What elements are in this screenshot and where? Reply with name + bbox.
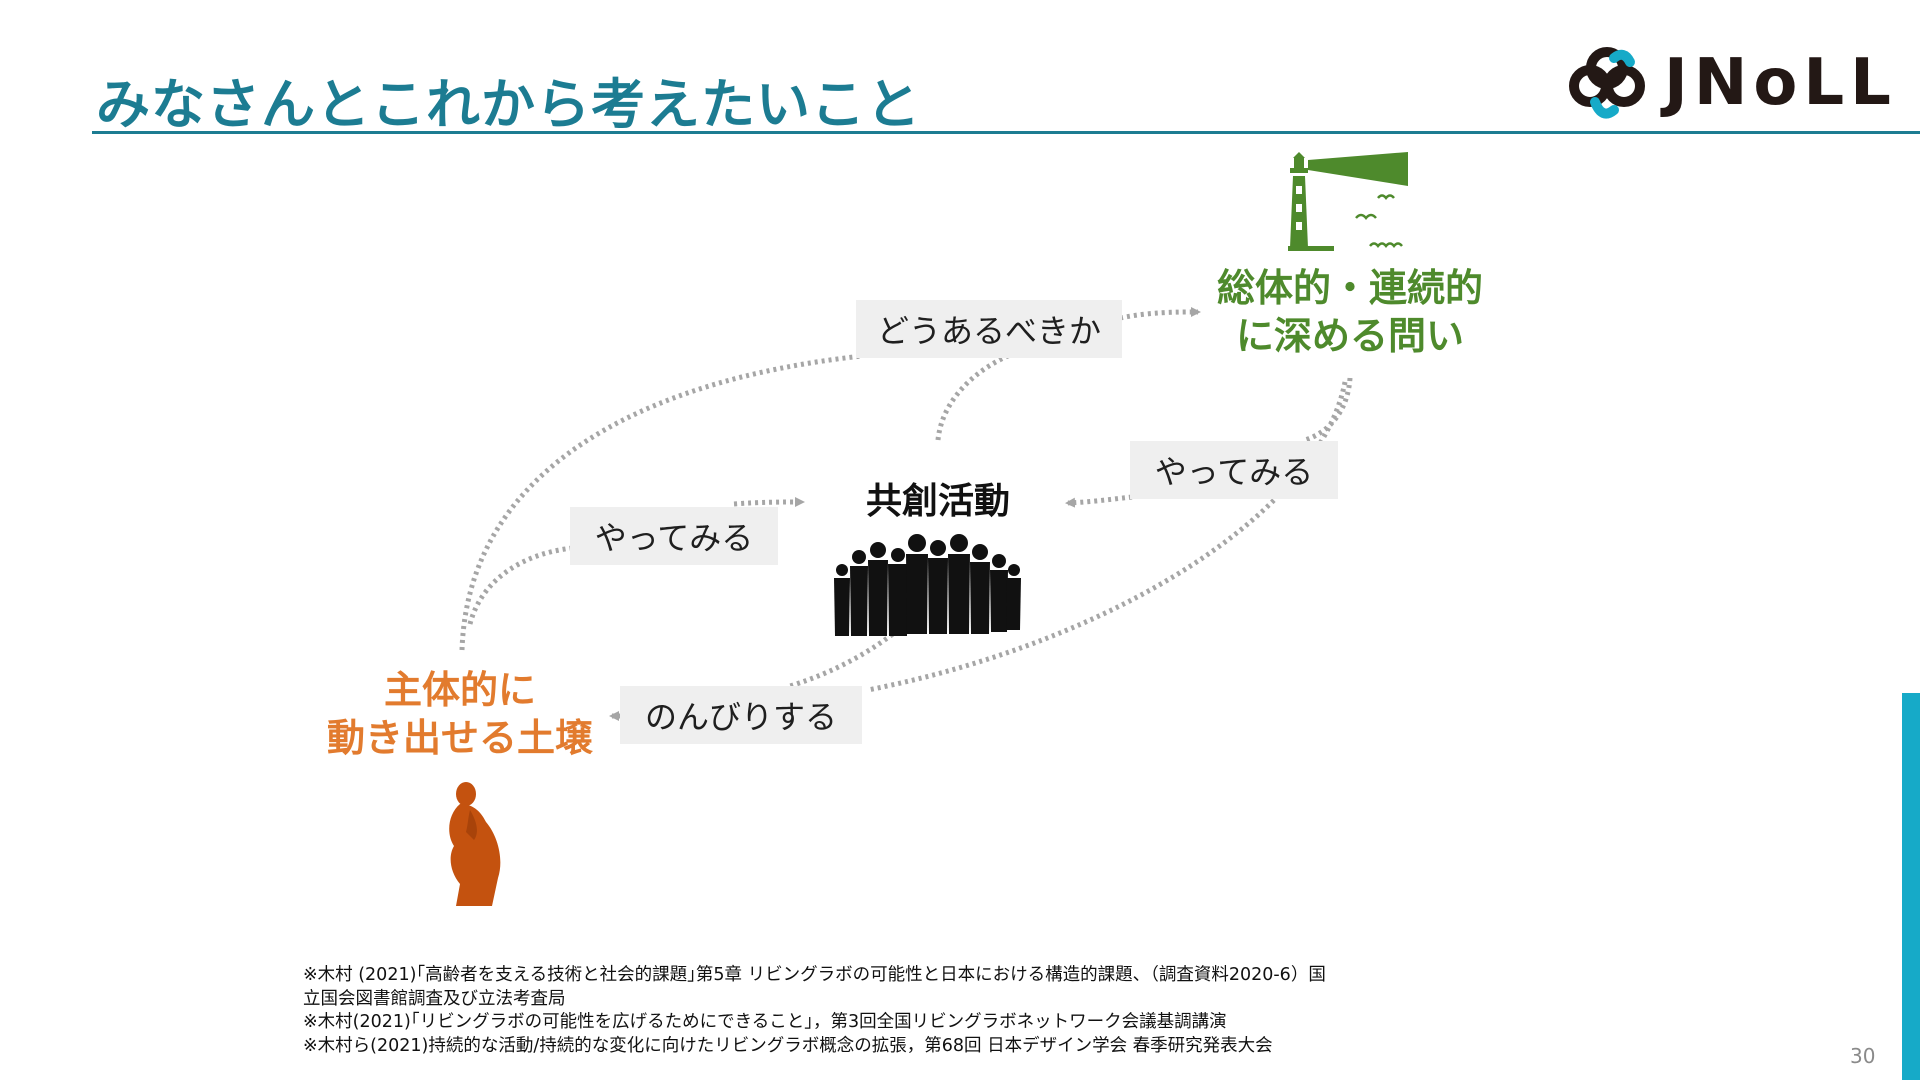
node-holistic-line2: に深める問い — [1235, 314, 1464, 358]
label-try-it-left: やってみる — [570, 507, 778, 565]
node-holistic-line1: 総体的・連続的 — [1216, 266, 1483, 310]
page-number: 30 — [1850, 1044, 1876, 1068]
crowd-icon — [834, 534, 1021, 636]
reference-line: ※木村(2021)｢リビングラボの可能性を広げるためにできること｣，第3回全国リ… — [303, 1012, 1227, 1032]
arrow-soil-to-cocreation — [467, 545, 573, 625]
node-holistic: 総体的・連続的 に深める問い — [1180, 264, 1520, 360]
arrow-try-right-to-cocreation — [1065, 494, 1133, 508]
arrow-cocreation-to-question — [935, 352, 1011, 441]
thinker-icon — [449, 782, 501, 906]
arrow-holistic-to-relax — [867, 381, 1348, 693]
arrow-try-left-to-cocreation — [733, 497, 805, 508]
label-try-it-right: やってみる — [1130, 441, 1338, 499]
lighthouse-icon — [1288, 152, 1408, 251]
reference-line: ※木村ら(2021)持続的な活動/持続的な変化に向けたリビングラボ概念の拡張，第… — [303, 1035, 1273, 1056]
logo-wordmark: JNoLL — [1664, 46, 1897, 120]
arrow-soil-to-question — [459, 353, 863, 651]
arrow-cocreation-to-relax — [789, 628, 900, 689]
node-soil: 主体的に 動き出せる土壌 — [300, 666, 620, 762]
label-relax: のんびりする — [620, 686, 862, 744]
node-cocreation: 共創活動 — [810, 478, 1066, 526]
reference-line: ※木村 (2021)｢高齢者を支える技術と社会的課題｣第5章 リビングラボの可能… — [303, 965, 1326, 985]
slide-title: みなさんとこれから考えたいこと — [96, 73, 921, 136]
reference-line: 立国会図書館調査及び立法考査局 — [303, 988, 566, 1009]
node-cocreation-label: 共創活動 — [865, 481, 1010, 522]
label-how-it-should-be: どうあるべきか — [856, 300, 1122, 358]
references: ※木村 (2021)｢高齢者を支える技術と社会的課題｣第5章 リビングラボの可能… — [303, 964, 1326, 1058]
accent-bar — [1902, 693, 1920, 1080]
chain-link-icon — [1569, 47, 1645, 119]
title-underline — [92, 131, 1920, 134]
node-soil-line1: 主体的に — [383, 668, 536, 712]
jnoll-logo: JNoLL — [1562, 44, 1920, 128]
node-soil-line2: 動き出せる土壌 — [326, 716, 593, 760]
arrow-question-to-holistic — [1119, 307, 1201, 321]
